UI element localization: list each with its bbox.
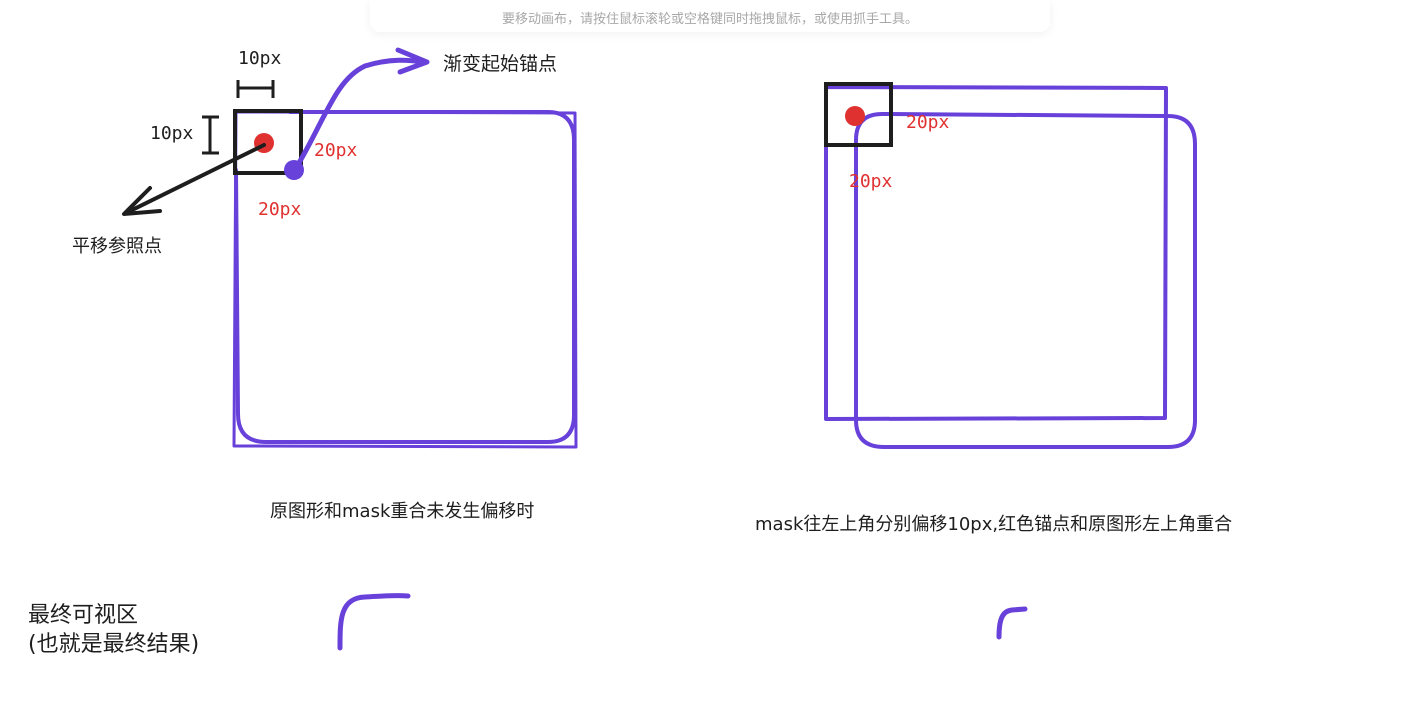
left-mask-rounded-rect[interactable] (234, 110, 576, 444)
ref-point-arrowhead (122, 186, 162, 216)
result-title-line2: (也就是最终结果) (28, 632, 199, 657)
right-caption: mask往左上角分别偏移10px,红色锚点和原图形左上角重合 (755, 514, 1232, 535)
height-label: 10px (150, 123, 194, 144)
left-original-rect[interactable] (232, 110, 578, 449)
left-diagram: 10px 10px 平移参照点 渐变起始锚点 20px 20px 原图形和mas… (72, 47, 578, 522)
result-corner-small[interactable] (996, 606, 1028, 640)
anchor-curve-arrowhead (395, 47, 430, 75)
canvas-hint-text: 要移动画布，请按住鼠标滚轮或空格键同时拖拽鼠标，或使用抓手工具。 (501, 12, 918, 27)
ref-point-label: 平移参照点 (72, 236, 162, 257)
result-corner-large[interactable] (337, 593, 411, 651)
left-reference-box[interactable] (233, 109, 303, 175)
anchor-curve-arrow[interactable] (293, 57, 428, 171)
canvas-hint-bar: 要移动画布，请按住鼠标滚轮或空格键同时拖拽鼠标，或使用抓手工具。 (370, 0, 1050, 32)
width-label: 10px (238, 48, 282, 69)
result-title-line1: 最终可视区 (28, 603, 138, 628)
right-mask-rounded-rect[interactable] (854, 112, 1197, 449)
right-original-rect[interactable] (824, 85, 1168, 421)
right-red-anchor-dot[interactable] (845, 106, 865, 126)
anchor-label: 渐变起始锚点 (443, 53, 557, 75)
left-caption: 原图形和mask重合未发生偏移时 (270, 501, 534, 522)
left-offset-x-label: 20px (314, 140, 358, 161)
result-section: 最终可视区 (也就是最终结果) (28, 593, 1028, 657)
right-diagram: 20px 20px mask往左上角分别偏移10px,红色锚点和原图形左上角重合 (755, 82, 1232, 535)
right-offset-x-label: 20px (906, 112, 950, 133)
right-reference-box[interactable] (824, 82, 893, 147)
ref-point-arrow[interactable] (124, 143, 266, 215)
width-bracket[interactable] (236, 80, 275, 98)
left-offset-y-label: 20px (258, 199, 302, 220)
right-offset-y-label: 20px (849, 171, 893, 192)
height-bracket[interactable] (202, 115, 219, 155)
